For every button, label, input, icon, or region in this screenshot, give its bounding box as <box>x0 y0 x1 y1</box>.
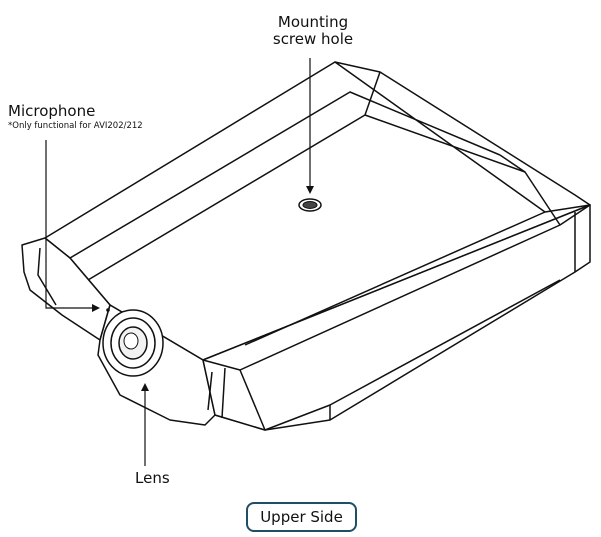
microphone-label: Microphone <box>8 102 96 120</box>
lens-assembly <box>102 309 164 377</box>
lens-inner <box>123 332 139 350</box>
lens-label: Lens <box>135 469 170 487</box>
side-ridge-6 <box>221 367 226 419</box>
mounting-screw-hole <box>298 198 322 212</box>
leader-microphone <box>45 140 100 312</box>
top-ridge-1 <box>69 91 501 259</box>
side-ridge-4 <box>37 247 57 306</box>
mounting-screw-hole-label: Mounting screw hole <box>248 14 378 47</box>
top-ridge-4 <box>244 211 546 346</box>
upper-side-badge: Upper Side <box>246 502 357 532</box>
microphone-hole <box>106 308 110 312</box>
top-ridge-6 <box>499 154 561 226</box>
microphone-note: *Only functional for AVI202/212 <box>8 121 143 131</box>
leader-lines <box>45 58 314 466</box>
side-ridge-5 <box>207 371 213 411</box>
mounting-label-line2: screw hole <box>272 29 354 48</box>
camera-body <box>21 61 591 431</box>
mounting-label-line1: Mounting <box>277 13 349 31</box>
top-ridge-5 <box>364 71 381 116</box>
